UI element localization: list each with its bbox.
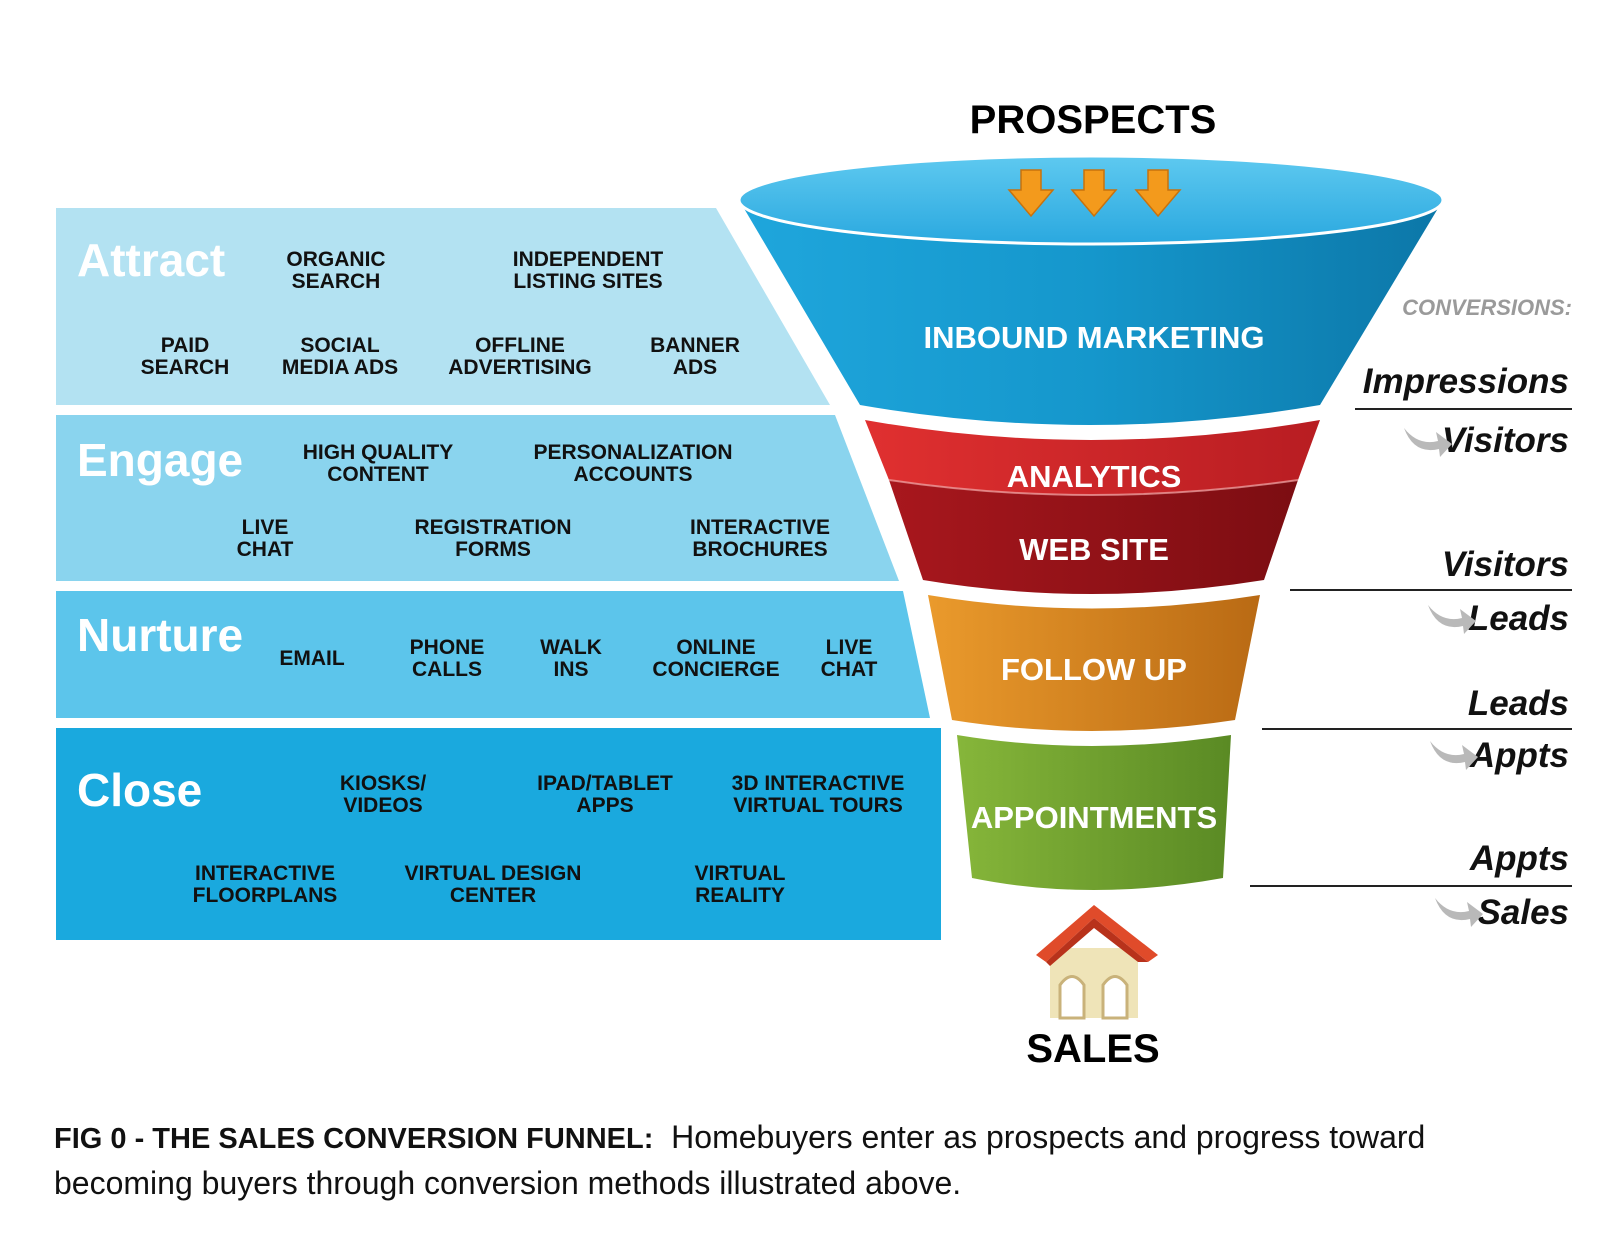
funnel-label-appointments: APPOINTMENTS bbox=[971, 800, 1217, 835]
conversions-header: CONVERSIONS: bbox=[1402, 295, 1572, 320]
conversion-to-label: Visitors bbox=[1442, 421, 1569, 460]
conversion-from-label: Impressions bbox=[1363, 362, 1569, 401]
conversion-from-label: Leads bbox=[1468, 684, 1569, 723]
stage-bands bbox=[56, 208, 941, 940]
sales-label: SALES bbox=[1026, 1027, 1159, 1071]
funnel-label-analytics: ANALYTICS bbox=[1007, 459, 1182, 494]
conversion-to-label: Leads bbox=[1468, 599, 1569, 638]
conversion-to-label: Sales bbox=[1478, 893, 1569, 932]
prospect-arrows bbox=[1009, 170, 1180, 216]
method-item: KIOSKS/VIDEOS bbox=[340, 772, 427, 817]
prospects-label: PROSPECTS bbox=[970, 98, 1217, 142]
conversion-from-label: Visitors bbox=[1442, 545, 1569, 584]
close-band bbox=[56, 728, 941, 940]
stage-title-close: Close bbox=[77, 764, 202, 816]
method-item: EMAIL bbox=[279, 647, 345, 670]
funnel-label-follow-up: FOLLOW UP bbox=[1001, 652, 1187, 687]
funnel-label-web-site: WEB SITE bbox=[1019, 532, 1169, 567]
figure-caption: FIG 0 - THE SALES CONVERSION FUNNEL: Hom… bbox=[54, 1115, 1564, 1205]
stage-title-engage: Engage bbox=[77, 434, 243, 486]
curved-arrow-icon bbox=[1435, 898, 1483, 927]
funnel-label-inbound-marketing: INBOUND MARKETING bbox=[924, 320, 1265, 355]
house-icon bbox=[1036, 905, 1158, 1018]
conversion-to-label: Appts bbox=[1469, 736, 1569, 775]
stage-title-attract: Attract bbox=[77, 234, 225, 286]
stage-title-nurture: Nurture bbox=[77, 609, 243, 661]
conversion-from-label: Appts bbox=[1469, 839, 1569, 878]
caption-title: FIG 0 - THE SALES CONVERSION FUNNEL: bbox=[54, 1123, 653, 1155]
conversion-divider-lines bbox=[1250, 409, 1572, 886]
